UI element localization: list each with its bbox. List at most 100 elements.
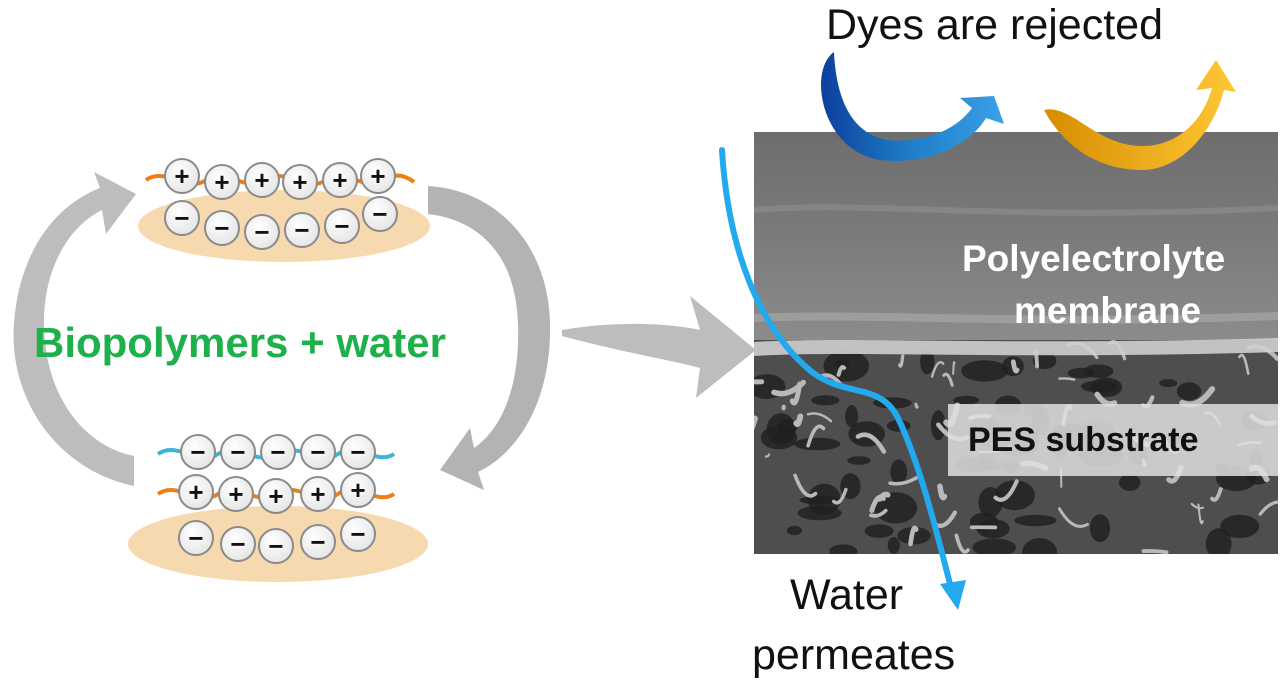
water-permeation-arrow-icon: [719, 147, 955, 595]
polymer-strand: [1179, 386, 1216, 408]
svg-text:−: −: [214, 213, 229, 243]
pore: [1159, 379, 1178, 388]
negative-charge: −: [220, 526, 256, 562]
polymer-strand: [1141, 549, 1169, 554]
svg-text:−: −: [270, 437, 285, 467]
dye-rejection-arrow-icon: [821, 52, 1004, 161]
svg-text:−: −: [190, 437, 205, 467]
positive-charge: +: [204, 164, 240, 200]
water-label: Water: [790, 571, 904, 619]
positive-charge: +: [178, 474, 214, 510]
pore: [766, 413, 796, 445]
polymer-strand: [930, 361, 945, 378]
polyelectrolyte-label: Polyelectrolyte: [962, 238, 1226, 279]
substrate-disc: [138, 190, 430, 262]
polymer-strand: [1210, 487, 1223, 502]
pore: [994, 480, 1035, 511]
polymer-strand: [771, 379, 806, 397]
polymer-strand: [952, 361, 956, 375]
svg-text:−: −: [188, 523, 203, 553]
dye-rejection-arrow-icon: [1044, 60, 1236, 170]
negative-charge-row: −−−−−: [180, 434, 376, 470]
positive-charge: +: [244, 162, 280, 198]
negative-charge: −: [180, 434, 216, 470]
svg-text:+: +: [254, 165, 269, 195]
negative-charge: −: [258, 528, 294, 564]
biopolymers-water-label: Biopolymers + water: [34, 319, 446, 366]
svg-text:−: −: [310, 527, 325, 557]
pore: [864, 524, 894, 538]
pes-label-backdrop: [948, 404, 1278, 476]
positive-charge: +: [340, 472, 376, 508]
top-coated-particle: −−−−−− ++++++: [138, 158, 430, 262]
polymer-strand: [877, 491, 891, 502]
svg-text:−: −: [350, 519, 365, 549]
dyes-rejected-label: Dyes are rejected: [826, 1, 1163, 49]
polymer-strand: [1057, 507, 1089, 528]
negative-charge: −: [178, 520, 214, 556]
polymer-strand: [1094, 391, 1118, 407]
pore: [972, 538, 1017, 554]
svg-text:−: −: [268, 531, 283, 561]
pore: [1014, 514, 1057, 527]
positive-charge: +: [360, 158, 396, 194]
polymer-strand: [1010, 359, 1020, 374]
pore: [1205, 528, 1232, 554]
svg-text:+: +: [268, 481, 283, 511]
polymer-strand: [754, 415, 758, 430]
svg-text:+: +: [332, 165, 347, 195]
pes-substrate-label: PES substrate: [968, 421, 1199, 459]
negative-charge: −: [300, 434, 336, 470]
positive-charge-row: ++++++: [164, 158, 396, 200]
svg-text:−: −: [230, 437, 245, 467]
pore: [834, 359, 850, 368]
negative-charge: −: [300, 524, 336, 560]
pore: [807, 483, 841, 515]
pore: [953, 395, 980, 405]
positive-charge-row: +++++: [178, 472, 376, 514]
positive-charge: +: [322, 162, 358, 198]
pore: [1067, 367, 1095, 379]
polymer-strand: [764, 453, 771, 458]
polymer-strand: [806, 424, 826, 448]
negative-charge: −: [324, 208, 360, 244]
pore: [1176, 382, 1202, 401]
water-permeation-arrowhead-icon: [940, 580, 966, 610]
pore: [845, 405, 859, 428]
polymer-strand: [1058, 377, 1076, 381]
polymer-strand: [888, 476, 919, 486]
svg-text:−: −: [294, 215, 309, 245]
positive-charge: +: [282, 164, 318, 200]
pore: [961, 360, 1009, 382]
negative-charge: −: [220, 434, 256, 470]
negative-charge: −: [164, 200, 200, 236]
polymer-strand: [942, 372, 954, 387]
process-arrow-icon: [562, 296, 756, 398]
pore: [847, 456, 871, 465]
polymer-strand: [855, 432, 887, 454]
pore: [890, 459, 908, 485]
cycle-arrow-icon: [428, 186, 551, 490]
pore: [1089, 514, 1111, 543]
negative-charge: −: [260, 434, 296, 470]
polymer-strand: [908, 525, 919, 547]
negative-charge: −: [204, 210, 240, 246]
pore: [920, 348, 935, 375]
membrane-cross-section: [754, 132, 1278, 554]
polymer-strand: [793, 473, 818, 498]
svg-text:+: +: [370, 161, 385, 191]
polymer-strand: [836, 365, 846, 377]
svg-text:−: −: [310, 437, 325, 467]
polymer-strand: [869, 508, 888, 518]
svg-text:−: −: [372, 199, 387, 229]
pore: [1081, 380, 1118, 393]
polymer-strand: [806, 412, 833, 423]
svg-text:+: +: [350, 475, 365, 505]
polymer-strand: [1238, 353, 1250, 375]
pore: [786, 525, 802, 536]
polymer-strand: [993, 479, 1019, 502]
bottom-coated-particle: −−−−− +++++ −−−−−: [128, 434, 428, 582]
pore: [794, 437, 841, 451]
svg-text:−: −: [334, 211, 349, 241]
